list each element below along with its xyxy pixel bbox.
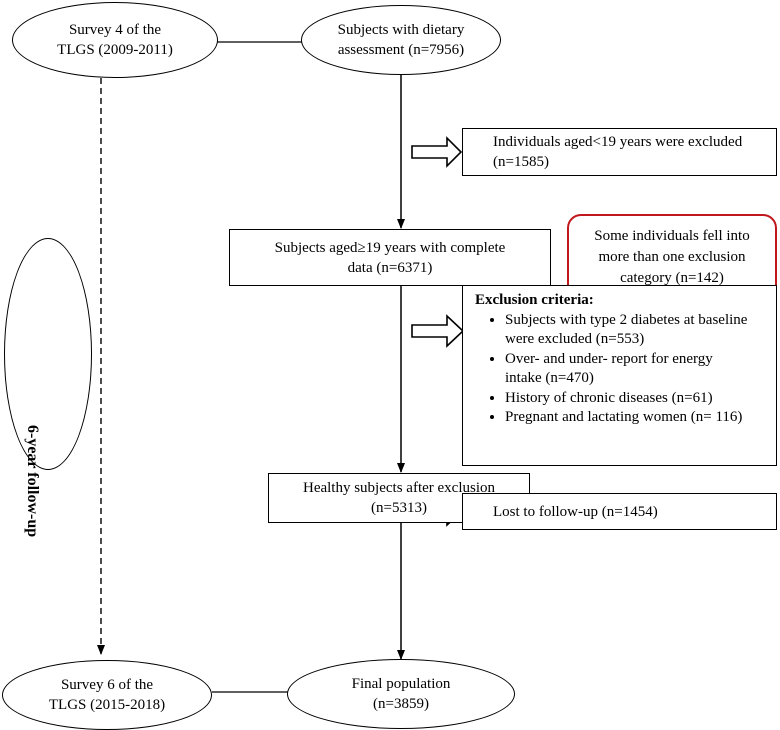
- lost-followup-box: Lost to follow-up (n=1454): [462, 493, 777, 530]
- survey-6-ellipse: Survey 6 of the TLGS (2015-2018): [2, 660, 212, 730]
- exclusion-item-diabetes: Subjects with type 2 diabetes at baselin…: [505, 311, 768, 350]
- survey-4-ellipse: Survey 4 of the TLGS (2009-2011): [12, 2, 218, 78]
- overlap-callout-label: Some individuals fell into more than one…: [594, 227, 750, 286]
- aged-19-box: Subjects aged≥19 years with complete dat…: [229, 229, 551, 286]
- block-arrow-criteria: [411, 314, 465, 348]
- survey-4-label: Survey 4 of the TLGS (2009-2011): [57, 22, 173, 58]
- dietary-assessment-label: Subjects with dietary assessment (n=7956…: [337, 22, 465, 58]
- dietary-assessment-ellipse: Subjects with dietary assessment (n=7956…: [301, 5, 501, 75]
- aged-19-label: Subjects aged≥19 years with complete dat…: [274, 239, 506, 276]
- lost-followup-label: Lost to follow-up (n=1454): [493, 503, 658, 520]
- survey-6-label: Survey 6 of the TLGS (2015-2018): [48, 677, 166, 713]
- healthy-subjects-label: Healthy subjects after exclusion (n=5313…: [302, 480, 496, 516]
- age-exclusion-label: Individuals aged<19 years were excluded …: [493, 134, 743, 170]
- age-exclusion-box: Individuals aged<19 years were excluded …: [462, 128, 777, 176]
- followup-label: 6-year follow-up: [24, 425, 41, 538]
- block-arrow-age-exclusion: [411, 136, 463, 168]
- exclusion-item-chronic: History of chronic diseases (n=61): [505, 389, 768, 409]
- exclusion-item-energy: Over- and under- report for energy intak…: [505, 350, 768, 389]
- exclusion-criteria-list: Subjects with type 2 diabetes at baselin…: [475, 311, 768, 428]
- followup-ellipse: [4, 238, 92, 470]
- final-population-ellipse: Final population (n=3859): [287, 659, 515, 729]
- final-population-label: Final population (n=3859): [351, 676, 451, 712]
- exclusion-criteria-title: Exclusion criteria:: [475, 292, 594, 308]
- exclusion-criteria-box: Exclusion criteria: Subjects with type 2…: [462, 285, 777, 466]
- exclusion-item-pregnant: Pregnant and lactating women (n= 116): [505, 408, 768, 428]
